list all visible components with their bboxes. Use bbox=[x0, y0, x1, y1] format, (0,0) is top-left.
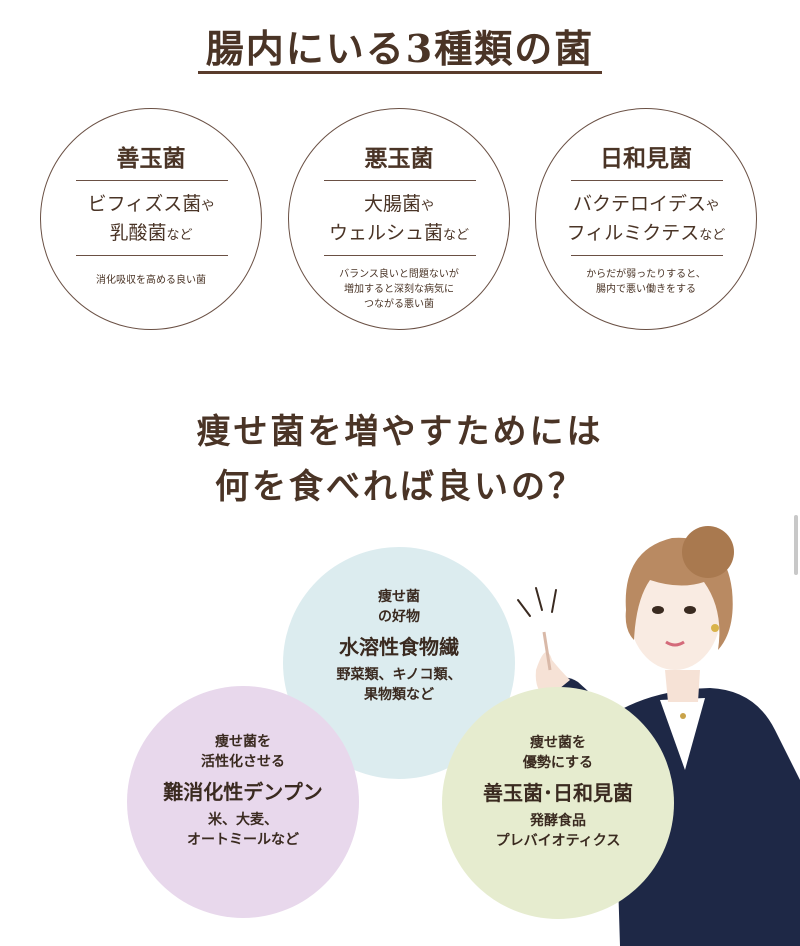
circle-top-line: の好物 bbox=[378, 609, 420, 625]
question-line-2: 何を食べれば良いの？ bbox=[215, 467, 585, 507]
exclamation-marks bbox=[517, 587, 557, 617]
bacteria-name: 善玉菌 bbox=[116, 145, 186, 172]
circle-main-label: 善玉菌･日和見菌 bbox=[483, 781, 633, 805]
bacteria-note: 消化吸収を高める良い菌 bbox=[41, 273, 261, 288]
bacteria-note: バランス良いと問題ないが 増加すると深刻な病気に つながる悪い菌 bbox=[289, 267, 509, 312]
circle-top-line: 痩せ菌を bbox=[215, 734, 271, 750]
circle-bottom-line: 発酵食品 bbox=[530, 813, 586, 829]
example-2-suffix: など bbox=[166, 228, 193, 243]
note-line: 消化吸収を高める良い菌 bbox=[96, 275, 206, 286]
example-1: ビフィズス菌 bbox=[87, 193, 202, 215]
question-line-1: 痩せ菌を増やすためには bbox=[196, 412, 604, 452]
example-1: 大腸菌 bbox=[363, 193, 421, 215]
note-line: バランス良いと問題ないが bbox=[339, 269, 459, 280]
divider bbox=[324, 180, 476, 181]
bacteria-name: 日和見菌 bbox=[600, 145, 692, 172]
bacteria-circle-neutral: 日和見菌 バクテロイデスや フィルミクテスなど からだが弱ったりすると、 腸内で… bbox=[535, 108, 757, 330]
divider bbox=[571, 180, 723, 181]
note-line: からだが弱ったりすると、 bbox=[586, 269, 706, 280]
page-title: 腸内にいる3種類の菌 bbox=[205, 26, 595, 71]
example-2-suffix: など bbox=[443, 228, 470, 243]
example-1-suffix: や bbox=[706, 199, 720, 214]
circle-content: 痩せ菌を 活性化させる 難消化性デンプン 米、大麦、 オートミールなど bbox=[127, 732, 359, 850]
question-heading: 痩せ菌を増やすためには 何を食べれば良いの？ bbox=[0, 405, 800, 515]
divider bbox=[76, 255, 228, 256]
bacteria-note: からだが弱ったりすると、 腸内で悪い働きをする bbox=[536, 267, 756, 297]
example-2: ウェルシュ菌 bbox=[328, 222, 443, 244]
circle-bottom-line: オートミールなど bbox=[187, 832, 299, 848]
circle-bottom-line: 野菜類、キノコ類、 bbox=[336, 667, 462, 683]
divider bbox=[324, 255, 476, 256]
title-underline bbox=[198, 71, 602, 74]
example-2-suffix: など bbox=[699, 228, 726, 243]
circle-bottom-line: 果物類など bbox=[364, 687, 434, 703]
circle-bottom-line: 米、大麦、 bbox=[208, 812, 278, 828]
circle-top-line: 痩せ菌 bbox=[378, 589, 420, 605]
circle-content: 痩せ菌 の好物 水溶性食物繊 野菜類、キノコ類、 果物類など bbox=[283, 587, 515, 705]
divider bbox=[76, 180, 228, 181]
circle-top-line: 優勢にする bbox=[522, 755, 594, 771]
woman-illustration bbox=[517, 526, 800, 946]
circle-top-line: 活性化させる bbox=[201, 754, 285, 770]
note-line: 腸内で悪い働きをする bbox=[596, 284, 696, 295]
circle-good-bacteria: 痩せ菌を 優勢にする 善玉菌･日和見菌 発酵食品 プレバイオティクス bbox=[442, 687, 674, 919]
bacteria-examples: 大腸菌や ウェルシュ菌など bbox=[289, 191, 509, 249]
example-1-suffix: や bbox=[421, 199, 435, 214]
circle-resistant-starch: 痩せ菌を 活性化させる 難消化性デンプン 米、大麦、 オートミールなど bbox=[127, 686, 359, 918]
example-1-suffix: や bbox=[201, 199, 215, 214]
bacteria-name: 悪玉菌 bbox=[364, 145, 434, 172]
bacteria-examples: バクテロイデスや フィルミクテスなど bbox=[536, 191, 756, 249]
scrollbar[interactable] bbox=[794, 515, 798, 575]
bacteria-circle-bad: 悪玉菌 大腸菌や ウェルシュ菌など バランス良いと問題ないが 増加すると深刻な病… bbox=[288, 108, 510, 330]
circle-top-line: 痩せ菌を bbox=[530, 735, 586, 751]
divider bbox=[571, 255, 723, 256]
circle-main-label: 難消化性デンプン bbox=[163, 780, 323, 804]
note-line: つながる悪い菌 bbox=[364, 299, 434, 310]
circle-bottom-line: プレバイオティクス bbox=[495, 833, 621, 849]
example-1: バクテロイデス bbox=[572, 193, 706, 215]
circle-main-label: 水溶性食物繊 bbox=[339, 635, 459, 659]
circle-content: 痩せ菌を 優勢にする 善玉菌･日和見菌 発酵食品 プレバイオティクス bbox=[442, 733, 674, 851]
note-line: 増加すると深刻な病気に bbox=[344, 284, 454, 295]
example-2: 乳酸菌 bbox=[109, 222, 167, 244]
bacteria-examples: ビフィズス菌や 乳酸菌など bbox=[41, 191, 261, 249]
example-2: フィルミクテス bbox=[566, 222, 700, 244]
bacteria-circle-good: 善玉菌 ビフィズス菌や 乳酸菌など 消化吸収を高める良い菌 bbox=[40, 108, 262, 330]
